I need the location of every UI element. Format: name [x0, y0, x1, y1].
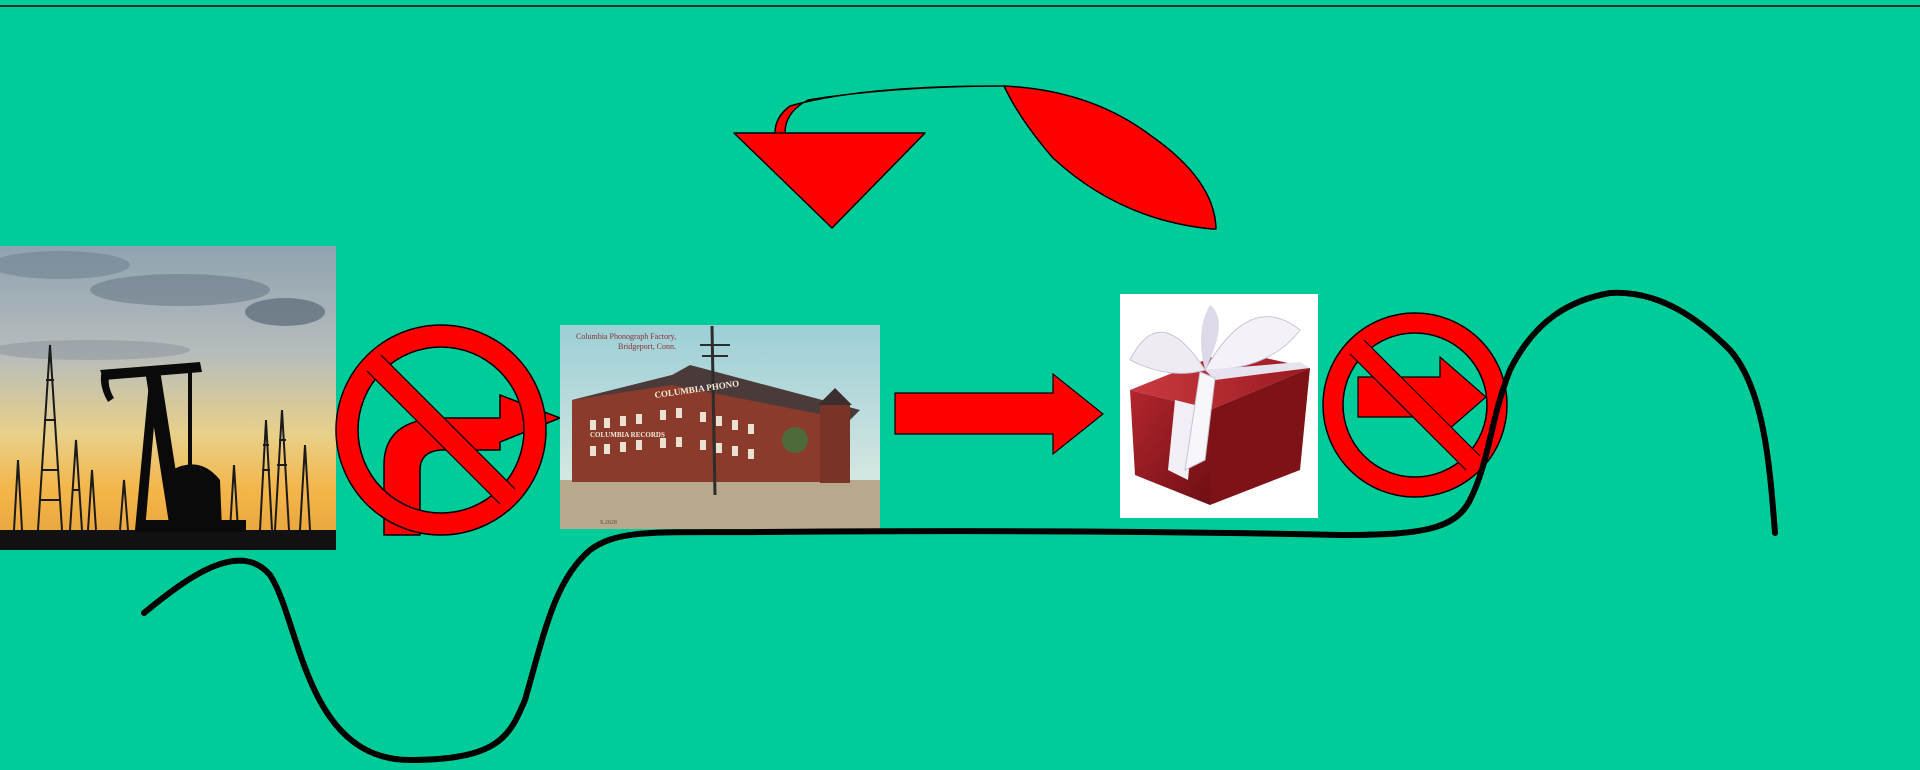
- factory-corner-mark: S.2628: [600, 520, 617, 526]
- factory-sign-lower: COLUMBIA RECORDS: [590, 431, 665, 439]
- right-arrow: [895, 374, 1103, 454]
- factory-image: Columbia Phonograph Factory, Bridgeport,…: [560, 325, 880, 529]
- oil-field-image: [0, 246, 336, 550]
- prohibited-turn-arrow-sign: [336, 325, 560, 535]
- gift-box-image: [1120, 294, 1318, 518]
- factory-caption-line-1: Columbia Phonograph Factory,: [576, 332, 676, 341]
- curved-return-arrow-tail: [1004, 86, 1216, 229]
- curved-return-arrow: [734, 86, 1004, 228]
- factory-caption-line-2: Bridgeport, Conn.: [618, 342, 676, 351]
